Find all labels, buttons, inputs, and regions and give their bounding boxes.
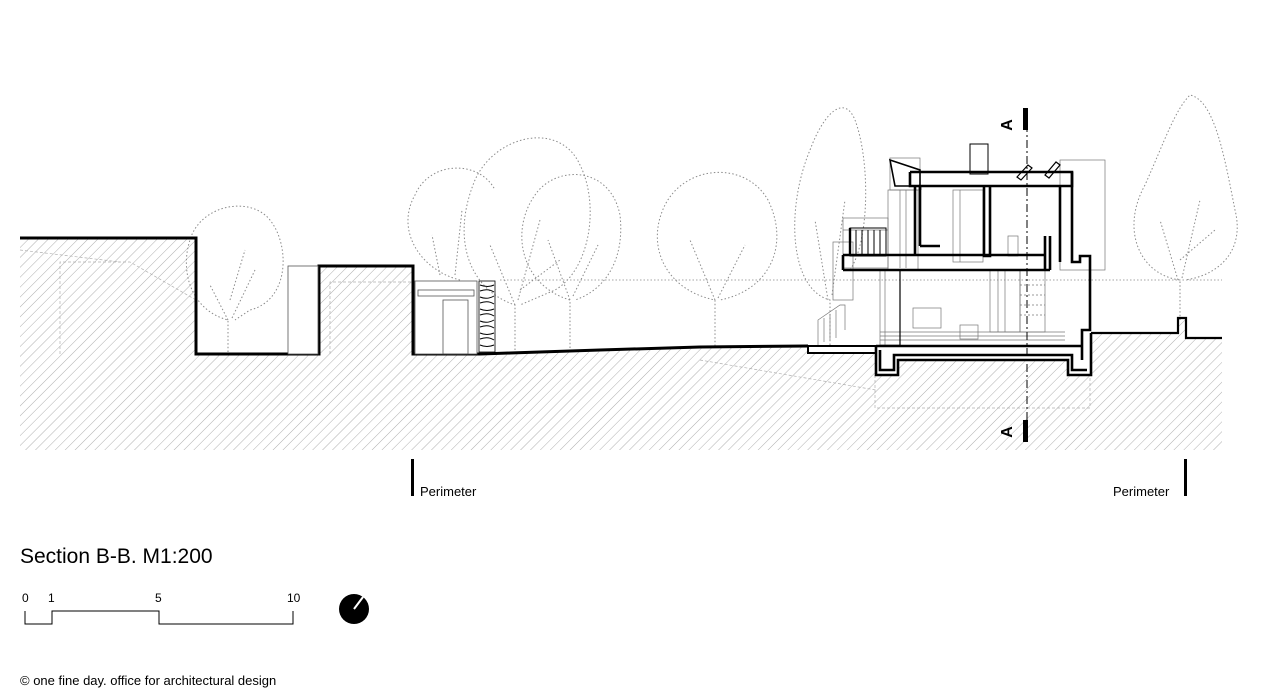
trees [185, 94, 1238, 352]
house [807, 143, 1106, 377]
garage [414, 280, 478, 355]
log-stack [478, 280, 496, 353]
tree-6 [794, 107, 867, 345]
perimeter-label-left: Perimeter [420, 484, 477, 499]
section-a-marker [1023, 108, 1028, 442]
tree-7 [1133, 94, 1238, 320]
perimeter-mark-left [411, 459, 414, 496]
credit-text: © one fine day. office for architectural… [20, 673, 277, 688]
perimeter-mark-right [1184, 459, 1187, 496]
section-marker-top: A [998, 119, 1016, 131]
stair-upper [848, 227, 887, 257]
tree-5 [656, 171, 778, 346]
scale-label-1: 1 [48, 591, 55, 605]
tree-1 [185, 205, 284, 352]
tree-4 [521, 174, 622, 348]
shed [287, 265, 319, 355]
north-arrow-icon [339, 594, 369, 624]
section-cut-line-right [1091, 316, 1222, 340]
scale-label-10: 10 [287, 591, 301, 605]
perimeter-label-right: Perimeter [1113, 484, 1170, 499]
scale-label-5: 5 [155, 591, 162, 605]
tree-3 [463, 137, 591, 350]
scale-bar [24, 610, 294, 625]
scale-label-0: 0 [22, 591, 29, 605]
section-marker-bottom: A [998, 426, 1016, 438]
tree-2 [407, 167, 496, 281]
background-building-outlines [19, 249, 1091, 409]
drawing-title: Section B-B. M1:200 [20, 545, 213, 568]
section-cut-line-left [20, 236, 809, 356]
chimney [969, 143, 989, 175]
